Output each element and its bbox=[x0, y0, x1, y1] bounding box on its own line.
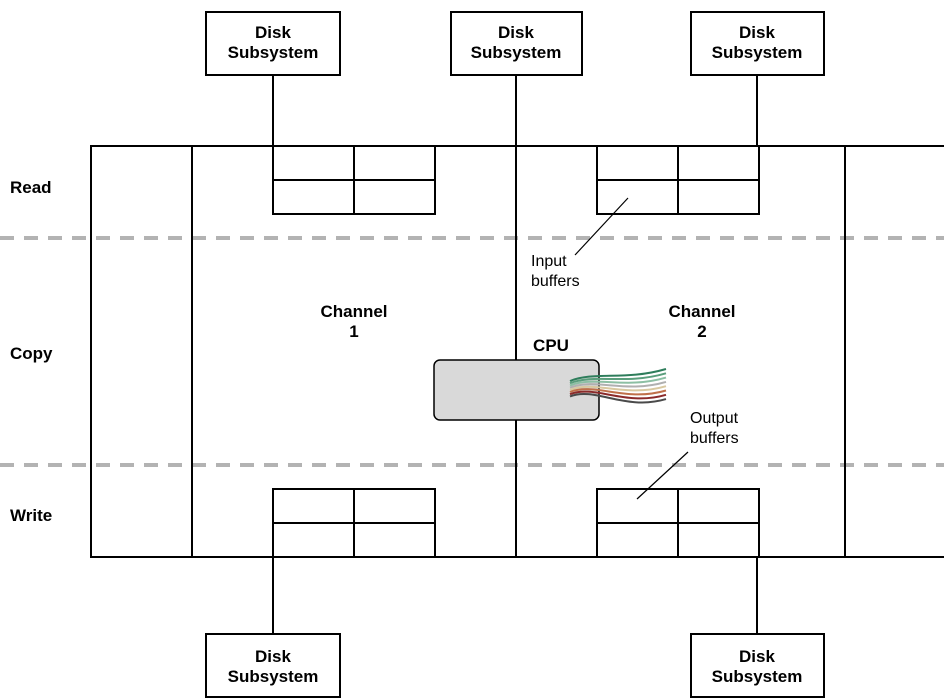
cpu-wire bbox=[569, 392, 667, 404]
channel-2-label: Channel bbox=[668, 302, 735, 321]
input-buffer-grid-channel-1 bbox=[272, 145, 436, 215]
row-label-copy: Copy bbox=[10, 344, 53, 363]
input-buffers-label: Input bbox=[531, 253, 567, 270]
disk-label: Subsystem bbox=[228, 667, 319, 686]
cpu-wire bbox=[569, 390, 667, 400]
output-buffers-label: Output bbox=[690, 410, 739, 427]
disk-label: Disk bbox=[739, 23, 775, 42]
disk-label: Disk bbox=[739, 647, 775, 666]
cpu-wire bbox=[569, 380, 667, 389]
row-label-write: Write bbox=[10, 506, 52, 525]
disk-subsystem-top-left: Disk Subsystem bbox=[205, 11, 341, 76]
channel-1-number: 1 bbox=[349, 322, 358, 341]
disk-label: Subsystem bbox=[471, 43, 562, 62]
channel-1-label: Channel bbox=[320, 302, 387, 321]
cpu-wire bbox=[569, 368, 667, 382]
disk-label: Disk bbox=[498, 23, 534, 42]
disk-label: Subsystem bbox=[712, 667, 803, 686]
system-outline bbox=[90, 145, 944, 558]
input-buffers-label: buffers bbox=[531, 273, 580, 290]
output-buffers-label: buffers bbox=[690, 430, 739, 447]
row-label-read: Read bbox=[10, 178, 52, 197]
output-buffer-grid-channel-1 bbox=[272, 488, 436, 558]
disk-label: Disk bbox=[255, 647, 291, 666]
cpu-wire bbox=[569, 388, 667, 396]
disk-subsystem-bottom-right: Disk Subsystem bbox=[690, 633, 825, 698]
disk-label: Subsystem bbox=[228, 43, 319, 62]
disk-subsystem-bottom-left: Disk Subsystem bbox=[205, 633, 341, 698]
cpu-wire bbox=[569, 372, 667, 385]
output-buffer-grid-channel-2 bbox=[596, 488, 760, 558]
cpu-wire bbox=[569, 376, 667, 387]
disk-subsystem-top-right: Disk Subsystem bbox=[690, 11, 825, 76]
channel-2-number: 2 bbox=[697, 322, 706, 341]
cpu-wire bbox=[569, 385, 667, 392]
output-buffers-pointer bbox=[636, 451, 689, 500]
disk-label: Disk bbox=[255, 23, 291, 42]
cpu-wire-bundle bbox=[569, 368, 667, 404]
cpu-label: CPU bbox=[533, 336, 569, 355]
disk-subsystem-top-center: Disk Subsystem bbox=[450, 11, 583, 76]
disk-label: Subsystem bbox=[712, 43, 803, 62]
input-buffers-pointer bbox=[574, 197, 629, 256]
input-buffer-grid-channel-2 bbox=[596, 145, 760, 215]
